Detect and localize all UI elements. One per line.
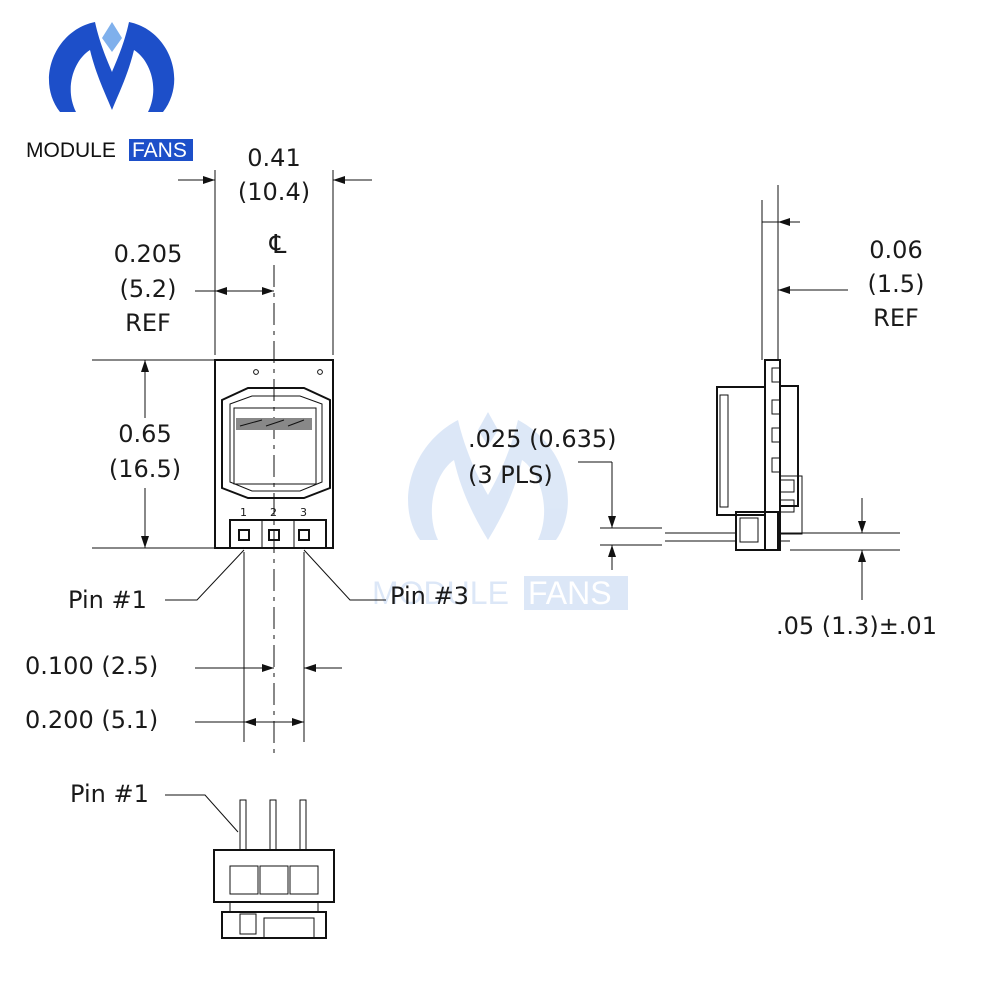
logo-diamond-icon — [102, 22, 122, 52]
side-back-pin-1 — [779, 479, 795, 493]
pin3-label: Pin #3 — [390, 582, 469, 610]
span-label: 0.200 (5.1) — [25, 706, 158, 734]
side-sensor-body — [716, 386, 766, 516]
side-board-mark-3 — [771, 427, 781, 443]
thickness-ref-label: REF — [873, 304, 919, 332]
watermark-m-shape — [408, 420, 568, 540]
sensor-window-outer — [221, 387, 331, 499]
pin-size-arrow-top — [608, 516, 616, 528]
pin-size-label: .025 (0.635) — [468, 425, 617, 453]
bottom-pin-1 — [239, 799, 247, 851]
pin-size-arrow-bottom — [608, 545, 616, 557]
width-mm-label: (10.4) — [238, 178, 310, 206]
span-arrow-right — [292, 718, 304, 726]
side-header-housing — [735, 511, 779, 551]
half-width-inch-label: 0.205 — [114, 240, 183, 268]
half-width-arrow-right — [262, 287, 274, 295]
logo-fans-box — [129, 139, 193, 161]
height-inch-label: 0.65 — [118, 420, 171, 448]
pin-1-square — [238, 529, 250, 541]
side-sensor-window — [719, 394, 729, 508]
watermark: MODULE FANS — [372, 412, 628, 611]
width-arrow-left — [203, 176, 215, 184]
height-arrow-top — [141, 360, 149, 372]
bottom-sensor-part-1 — [239, 913, 257, 935]
pin-number-2: 2 — [270, 506, 277, 519]
half-width-mm-label: (5.2) — [120, 275, 177, 303]
watermark-word-module: MODULE — [372, 575, 509, 611]
bottom-sensor-body — [221, 911, 327, 939]
offset-arrow-top — [858, 521, 866, 533]
pin-count-label: (3 PLS) — [468, 461, 553, 489]
pin1-leader — [165, 549, 245, 601]
logo-word-module: MODULE — [26, 139, 116, 162]
span-arrow-left — [244, 718, 256, 726]
watermark-diamond-icon — [478, 412, 498, 446]
pitch-label: 0.100 (2.5) — [25, 652, 158, 680]
pin-3-square — [298, 529, 310, 541]
pin1-label: Pin #1 — [68, 586, 147, 614]
sensor-marking-strip — [236, 418, 312, 430]
pin-number-1: 1 — [240, 506, 247, 519]
thickness-inch-label: 0.06 — [869, 236, 922, 264]
pin-2-square — [268, 529, 280, 541]
bottom-pin1-label: Pin #1 — [70, 780, 149, 808]
side-board-mark-2 — [771, 399, 781, 415]
sensor-marking-text — [239, 419, 305, 427]
pin3-leader — [303, 549, 386, 601]
bottom-cell-2 — [259, 865, 289, 895]
side-view: 0.06 (1.5) REF .025 (0.635) (3 PLS) — [468, 185, 937, 640]
thickness-arrow-bottom — [778, 286, 790, 294]
height-mm-label: (16.5) — [109, 455, 181, 483]
bottom-pin-2 — [269, 799, 277, 851]
half-width-ref-label: REF — [125, 309, 171, 337]
mount-hole-right — [317, 369, 323, 375]
sensor-window-inner — [229, 395, 323, 492]
offset-arrow-bottom — [858, 550, 866, 562]
offset-label: .05 (1.3)±.01 — [776, 612, 937, 640]
width-arrow-right — [333, 176, 345, 184]
side-board-mark-4 — [771, 457, 781, 473]
pitch-arrow-right — [262, 664, 274, 672]
side-board-mark-1 — [771, 367, 781, 383]
bottom-sensor-part-2 — [263, 917, 315, 939]
thickness-arrow-top — [778, 218, 790, 226]
bottom-cell-1 — [229, 865, 259, 895]
bottom-view: Pin #1 — [70, 780, 335, 939]
bottom-pin-3 — [299, 799, 307, 851]
half-width-arrow-left — [215, 287, 227, 295]
bottom-cell-3 — [289, 865, 319, 895]
watermark-fans-box — [524, 576, 628, 610]
front-view: 0.41 (10.4) ℄ 0.205 (5.2) REF 0.65 (16.5… — [25, 144, 469, 755]
logo-word-fans: FANS — [132, 139, 187, 162]
bottom-base — [229, 901, 319, 913]
pitch-arrow-outer — [304, 664, 316, 672]
sensor-face — [233, 407, 317, 485]
width-inch-label: 0.41 — [247, 144, 300, 172]
module-fans-logo: MODULE FANS — [26, 22, 193, 162]
centerline-symbol: ℄ — [269, 230, 287, 260]
height-arrow-bottom — [141, 536, 149, 548]
side-back-component — [779, 385, 799, 507]
logo-m-shape — [48, 22, 175, 112]
pin-header-housing — [229, 519, 327, 549]
thickness-mm-label: (1.5) — [868, 270, 925, 298]
mount-hole-left — [253, 369, 259, 375]
side-header-inner — [739, 517, 759, 543]
side-back-pin-2 — [779, 499, 795, 513]
bottom-pin1-leader — [165, 794, 239, 833]
pin-number-3: 3 — [300, 506, 307, 519]
watermark-word-fans: FANS — [528, 575, 612, 611]
